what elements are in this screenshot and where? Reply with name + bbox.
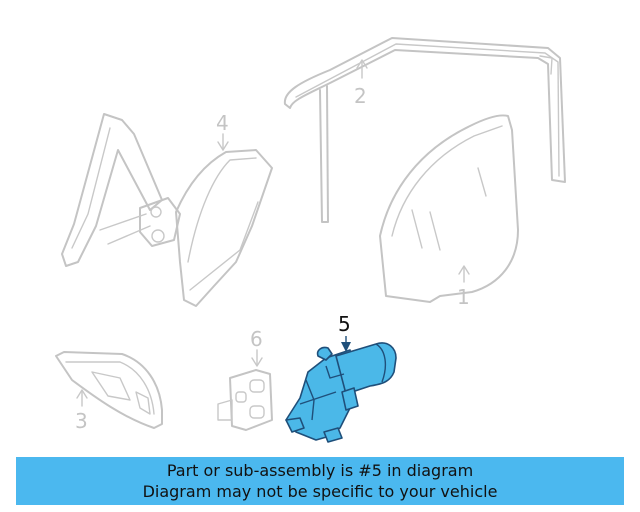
callout-4: 4 [216,111,229,135]
callout-6: 6 [250,327,263,351]
part-2-window-channel: 2 [283,37,566,223]
part-6-switch-module: 6 [217,327,273,431]
info-banner: Part or sub-assembly is #5 in diagram Di… [16,457,624,505]
parts-diagram: 2 1 4 3 [55,37,566,443]
callout-5: 5 [338,312,351,336]
callout-1: 1 [457,285,470,309]
callout-2: 2 [354,84,367,108]
banner-line-1: Part or sub-assembly is #5 in diagram [166,461,474,480]
part-3-trim-cover: 3 [55,351,163,433]
part-1-door-glass: 1 [379,114,519,309]
callout-3: 3 [75,409,88,433]
part-5-window-motor: 5 [285,312,397,443]
banner-line-2: Diagram may not be specific to your vehi… [142,482,498,501]
part-4-window-regulator: 4 [61,111,273,307]
